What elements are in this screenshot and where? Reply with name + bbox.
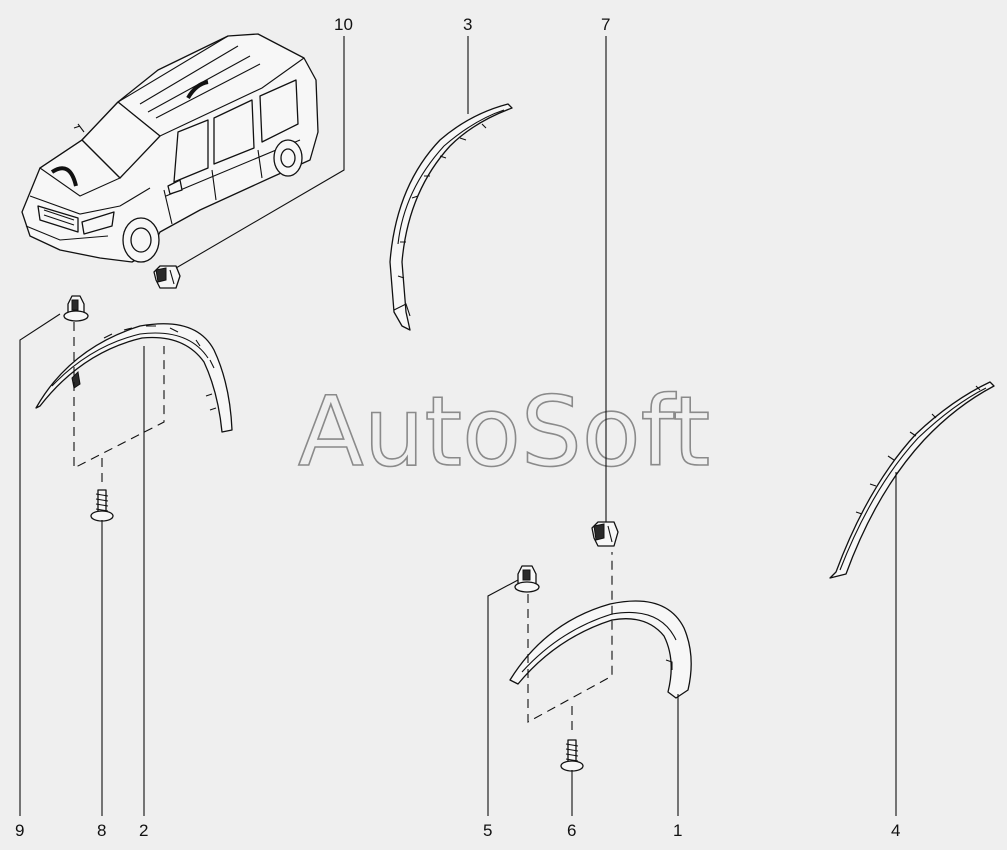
upper-moulding-part-3 bbox=[389, 103, 513, 331]
push-clip-part-9 bbox=[63, 295, 89, 322]
clip-part-10 bbox=[153, 265, 181, 289]
callout-1: 1 bbox=[673, 821, 682, 840]
callout-2: 2 bbox=[139, 821, 148, 840]
callout-numbers: 10 3 7 9 8 2 5 6 1 4 bbox=[15, 15, 900, 840]
front-arch-trim-part-2 bbox=[35, 323, 233, 433]
vehicle-illustration bbox=[21, 33, 319, 263]
screw-part-8 bbox=[90, 489, 114, 522]
callout-9: 9 bbox=[15, 821, 24, 840]
push-clip-part-5 bbox=[514, 565, 540, 593]
callout-4: 4 bbox=[891, 821, 900, 840]
screw-part-6 bbox=[560, 739, 584, 772]
callout-3: 3 bbox=[463, 15, 472, 34]
callout-10: 10 bbox=[334, 15, 353, 34]
callout-7: 7 bbox=[601, 15, 610, 34]
leader-lines bbox=[19, 36, 897, 816]
lower-moulding-part-4 bbox=[829, 381, 995, 579]
callout-5: 5 bbox=[483, 821, 492, 840]
callout-8: 8 bbox=[97, 821, 106, 840]
watermark: AutoSoft bbox=[298, 376, 710, 488]
rear-arch-trim-part-1 bbox=[509, 600, 692, 699]
callout-6: 6 bbox=[567, 821, 576, 840]
clip-part-7 bbox=[591, 521, 619, 547]
